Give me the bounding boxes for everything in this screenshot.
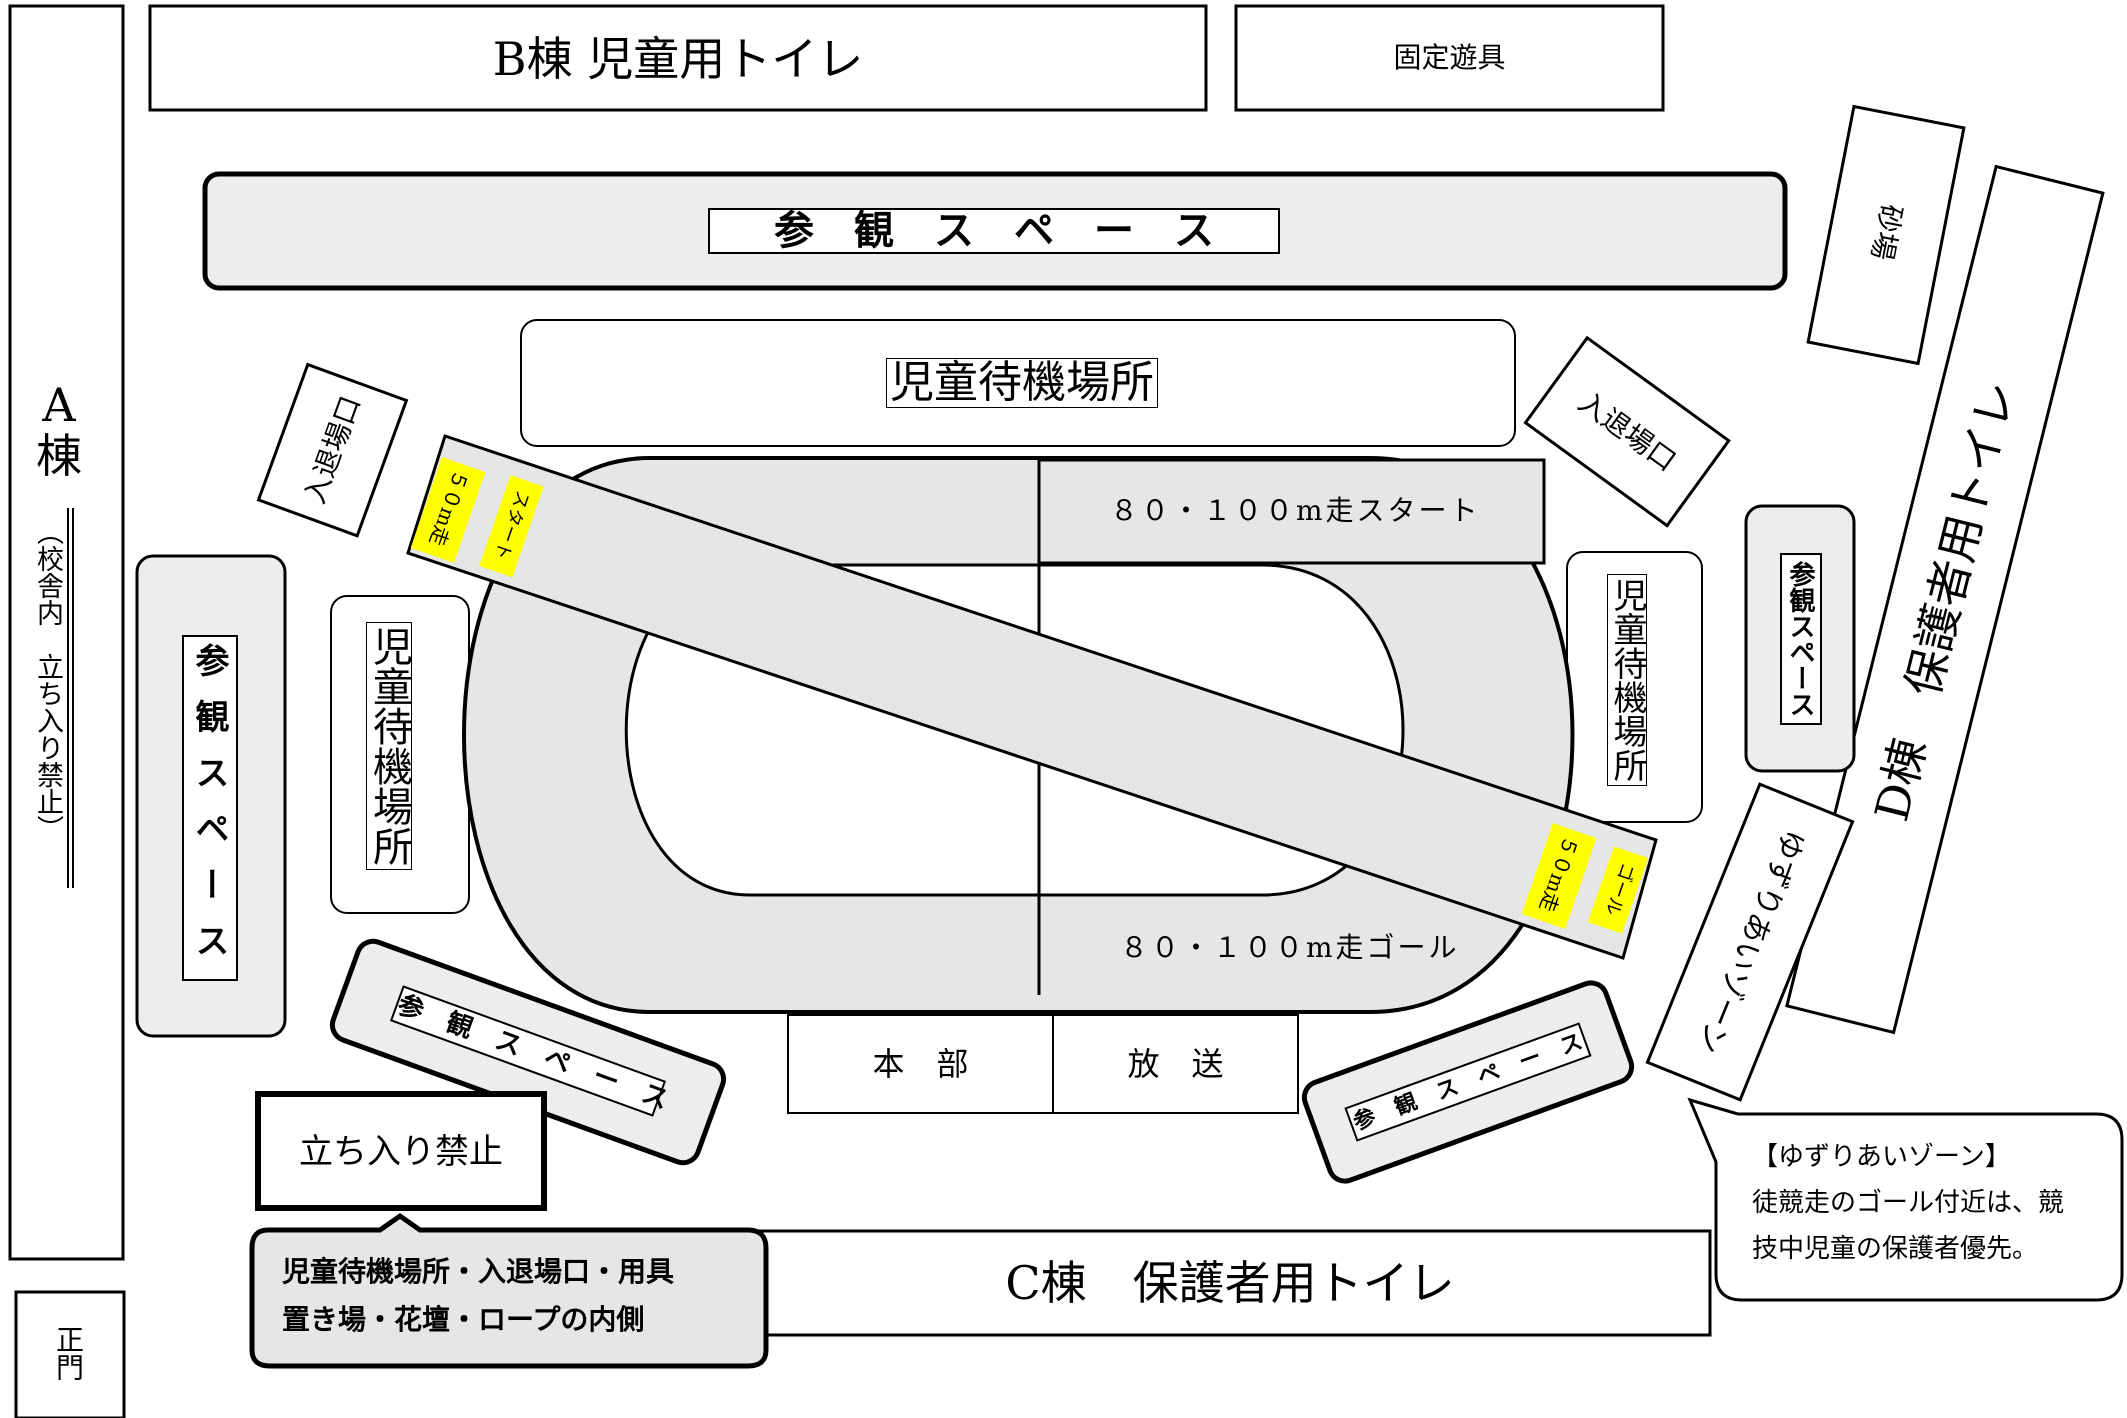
callout-bubble [1687, 1097, 2124, 1302]
no-entry-note-outline [249, 1212, 769, 1369]
no-entry-outline [255, 1091, 547, 1211]
fifty-meter-lane [406, 434, 1658, 960]
no-entry-note-line-2: 置き場・花壇・ロープの内側 [282, 1303, 645, 1336]
spectator-space-left-box: 参観スペース [182, 635, 238, 981]
hq-label: 本 部 [872, 1045, 969, 1083]
sandbox-outline [1806, 104, 1966, 366]
waiting-area-right-label: 児童待機場所 [1607, 574, 1647, 786]
fifty-goal-highlight-2 [1587, 846, 1649, 934]
spectator-space-right-box: 参観スペース [1780, 553, 1822, 725]
building-c-outline [758, 1229, 1712, 1337]
building-c-label: C棟 保護者用トイレ [1005, 1256, 1455, 1310]
waiting-area-top-label: 児童待機場所 [886, 358, 1158, 408]
building-b-label: B棟 児童用トイレ [492, 32, 864, 86]
building-a-outline [8, 4, 125, 1261]
building-d-outline [1785, 164, 2105, 1035]
building-b-outline [148, 4, 1208, 112]
spectator-space-right-label: 参観スペース [1785, 561, 1815, 717]
hq-broadcast-outline [787, 1014, 1299, 1114]
waiting-area-left-label: 児童待機場所 [366, 622, 412, 870]
yuzuriai-zone-outline [1645, 782, 1855, 1102]
callout-line-1: 徒競走のゴール付近は、競 [1752, 1188, 2065, 1218]
entrance-right-outline [1523, 335, 1731, 528]
entrance-left-outline [256, 362, 409, 538]
no-entry-note-line-1: 児童待機場所・入退場口・用具 [282, 1255, 675, 1288]
building-a-note: （校舎内 立ち入り禁止） [32, 518, 63, 842]
fixed-equipment-label: 固定遊具 [1393, 41, 1506, 74]
callout-title: 【ゆずりあいゾーン】 [1752, 1142, 2011, 1172]
building-a-name: A棟 [36, 378, 82, 483]
fixed-equipment-outline [1234, 4, 1665, 112]
callout-line-2: 技中児童の保護者優先。 [1752, 1234, 2039, 1264]
start-lane-100m [1037, 458, 1546, 565]
main-gate-label: 正門 [52, 1325, 85, 1381]
no-entry-label: 立ち入り禁止 [299, 1132, 503, 1172]
start-80-100-label: ８０・１００m走スタート [1110, 494, 1481, 527]
fifty-start-highlight-2 [479, 475, 544, 578]
spectator-space-top-label: 参 観 ス ペ ー ス [708, 208, 1280, 254]
main-gate-outline [14, 1290, 126, 1418]
fifty-start-highlight-1 [410, 457, 486, 563]
fifty-goal-highlight-1 [1521, 823, 1597, 929]
goal-80-100-label: ８０・１００m走ゴール [1120, 931, 1460, 964]
spectator-space-left-label: 参観スペース [189, 643, 229, 979]
broadcast-label: 放 送 [1127, 1045, 1224, 1083]
